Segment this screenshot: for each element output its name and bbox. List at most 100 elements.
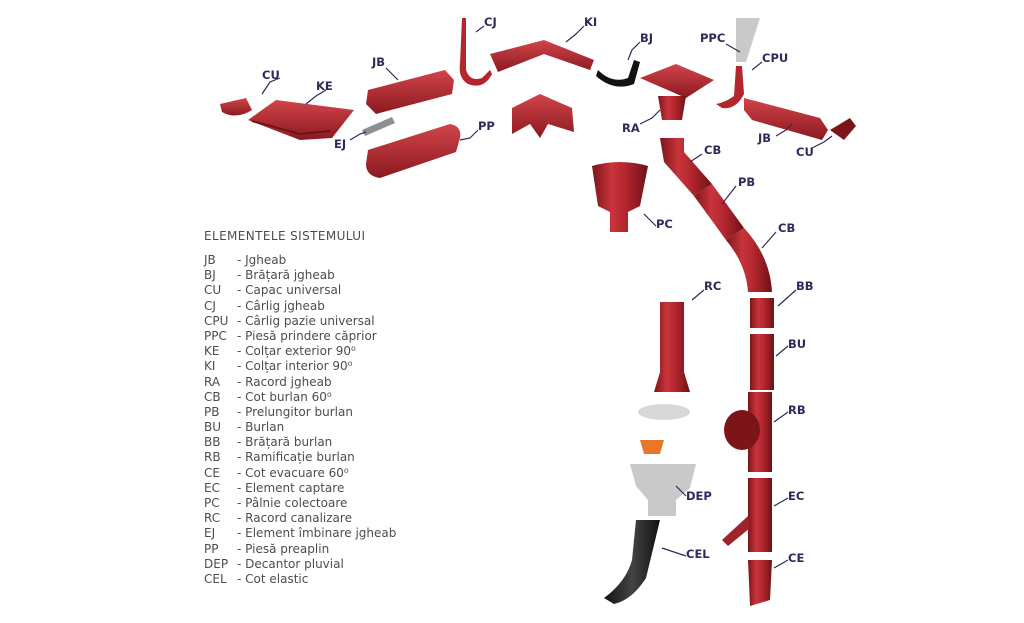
legend-code: PB bbox=[204, 404, 220, 419]
legend-code: CU bbox=[204, 283, 222, 298]
callout-cu-left: CU bbox=[262, 68, 280, 82]
callout-jb-left: JB bbox=[371, 55, 385, 69]
legend-row: CB- Cot burlan 60⁰ bbox=[204, 390, 396, 405]
cu-end-cap-left bbox=[220, 98, 252, 116]
system-elements-legend: ELEMENTELE SISTEMULUI JB- Jgheab BJ - Bră… bbox=[204, 229, 396, 587]
pb-pipe-extension bbox=[694, 184, 744, 240]
legend-code: KE bbox=[204, 344, 220, 359]
callout-cel: CEL bbox=[686, 547, 710, 561]
callout-ke: KE bbox=[316, 79, 333, 93]
ec-capture-element bbox=[748, 478, 772, 552]
callout-jb-right: JB bbox=[757, 131, 771, 145]
ej-joint-element bbox=[362, 117, 395, 136]
legend-row: BU - Burlan bbox=[204, 420, 396, 435]
cj-gutter-hook bbox=[459, 18, 492, 86]
legend-code: BJ bbox=[204, 268, 216, 283]
legend-title: ELEMENTELE SISTEMULUI bbox=[204, 229, 366, 243]
legend-row: PPC - Piesă prindere căprior bbox=[204, 329, 396, 344]
legend-desc: - Brățară jgheab bbox=[237, 268, 335, 283]
legend-code: KI bbox=[204, 359, 216, 374]
legend-code: PP bbox=[204, 541, 219, 556]
legend-desc: - Cot burlan 60⁰ bbox=[237, 389, 332, 404]
callout-dep: DEP bbox=[686, 489, 712, 503]
bu-downpipe bbox=[750, 334, 774, 390]
legend-row: KI- Colțar interior 90⁰ bbox=[204, 359, 396, 374]
legend-desc: - Capac universal bbox=[237, 283, 342, 298]
legend-row: BB - Brățară burlan bbox=[204, 435, 396, 450]
legend-row: JB- Jgheab bbox=[204, 253, 396, 268]
callout-pb: PB bbox=[738, 175, 755, 189]
callout-ppc: PPC bbox=[700, 31, 725, 45]
legend-desc: - Piesă prindere căprior bbox=[237, 328, 377, 343]
cel-elastic-elbow bbox=[604, 520, 660, 604]
pc-collecting-funnel bbox=[592, 162, 648, 232]
legend-row: CPU - Cârlig pazie universal bbox=[204, 314, 396, 329]
callout-ki: KI bbox=[584, 15, 597, 29]
callout-bu: BU bbox=[788, 337, 806, 351]
legend-desc: - Pâlnie colectoare bbox=[237, 496, 348, 510]
legend-desc: - Brățară burlan bbox=[237, 435, 333, 450]
legend-row: RA - Racord jgheab bbox=[204, 375, 396, 390]
legend-code: EC bbox=[204, 480, 220, 495]
legend-row: CE - Cot evacuare 60⁰ bbox=[204, 466, 396, 481]
legend-row: CU - Capac universal bbox=[204, 283, 396, 298]
legend-code: DEP bbox=[204, 556, 229, 571]
callout-rb: RB bbox=[788, 403, 806, 417]
legend-desc: - Cot elastic bbox=[237, 571, 309, 586]
legend-code: BB bbox=[204, 435, 221, 450]
legend-code: BU bbox=[204, 420, 222, 435]
callout-pp: PP bbox=[478, 119, 495, 133]
legend-code: CJ bbox=[204, 298, 216, 313]
legend-desc: - Ramificație burlan bbox=[237, 450, 355, 465]
legend-code: RA bbox=[204, 374, 221, 389]
legend-desc: - Racord canalizare bbox=[237, 511, 352, 526]
bb-pipe-bracket bbox=[750, 298, 774, 328]
legend-desc: - Cot evacuare 60⁰ bbox=[237, 465, 349, 480]
legend-desc: - Element captare bbox=[237, 480, 345, 495]
cb-bend-mid bbox=[726, 228, 772, 292]
legend-code: CE bbox=[204, 465, 220, 480]
legend-desc: - Prelungitor burlan bbox=[237, 404, 353, 419]
ra-gutter-outlet bbox=[640, 64, 714, 98]
legend-row: EJ - Element îmbinare jgheab bbox=[204, 526, 396, 541]
dep-decanter bbox=[630, 464, 696, 516]
callout-cb-top: CB bbox=[704, 143, 721, 157]
legend-desc: - Colțar exterior 90⁰ bbox=[237, 344, 356, 359]
cb-bend-top bbox=[660, 138, 712, 196]
legend-code: CPU bbox=[204, 313, 229, 328]
ke-external-corner bbox=[248, 100, 354, 140]
callout-cb-mid: CB bbox=[778, 221, 795, 235]
legend-row: CJ - Cârlig jgheab bbox=[204, 299, 396, 314]
legend-row: EC - Element captare bbox=[204, 481, 396, 496]
legend-desc: - Cârlig jgheab bbox=[237, 298, 325, 313]
callout-ec: EC bbox=[788, 489, 804, 503]
ppc-rafter-piece bbox=[736, 18, 760, 62]
rc-sewer-connector bbox=[654, 302, 690, 392]
callout-ra: RA bbox=[622, 121, 640, 135]
legend-desc: - Cârlig pazie universal bbox=[237, 313, 375, 328]
bj-gutter-bracket bbox=[596, 60, 640, 87]
legend-row: PB - Prelungitor burlan bbox=[204, 405, 396, 420]
legend-desc: - Piesă preaplin bbox=[237, 541, 330, 556]
cu-end-cap-right bbox=[830, 118, 856, 140]
callout-cpu: CPU bbox=[762, 51, 788, 65]
pp-overflow-piece bbox=[366, 124, 461, 178]
legend-desc: - Burlan bbox=[237, 420, 285, 435]
legend-desc: - Racord jgheab bbox=[237, 374, 332, 389]
jb-gutter-left bbox=[366, 70, 454, 114]
callout-ce: CE bbox=[788, 551, 804, 565]
legend-code: JB bbox=[204, 253, 216, 267]
legend-code: EJ bbox=[204, 526, 216, 541]
legend-row: DEP- Decantor pluvial bbox=[204, 557, 396, 572]
callout-bj: BJ bbox=[640, 31, 653, 45]
callout-pc: PC bbox=[656, 217, 673, 231]
legend-code: PPC bbox=[204, 328, 227, 343]
legend-desc: - Element îmbinare jgheab bbox=[237, 526, 397, 541]
legend-row: BJ - Brățară jgheab bbox=[204, 268, 396, 283]
callout-cj: CJ bbox=[484, 15, 497, 29]
ce-outlet-bend bbox=[748, 560, 772, 606]
callout-ej: EJ bbox=[334, 137, 346, 151]
legend-row: PC- Pâlnie colectoare bbox=[204, 496, 396, 511]
jb-gutter-right bbox=[744, 98, 828, 140]
